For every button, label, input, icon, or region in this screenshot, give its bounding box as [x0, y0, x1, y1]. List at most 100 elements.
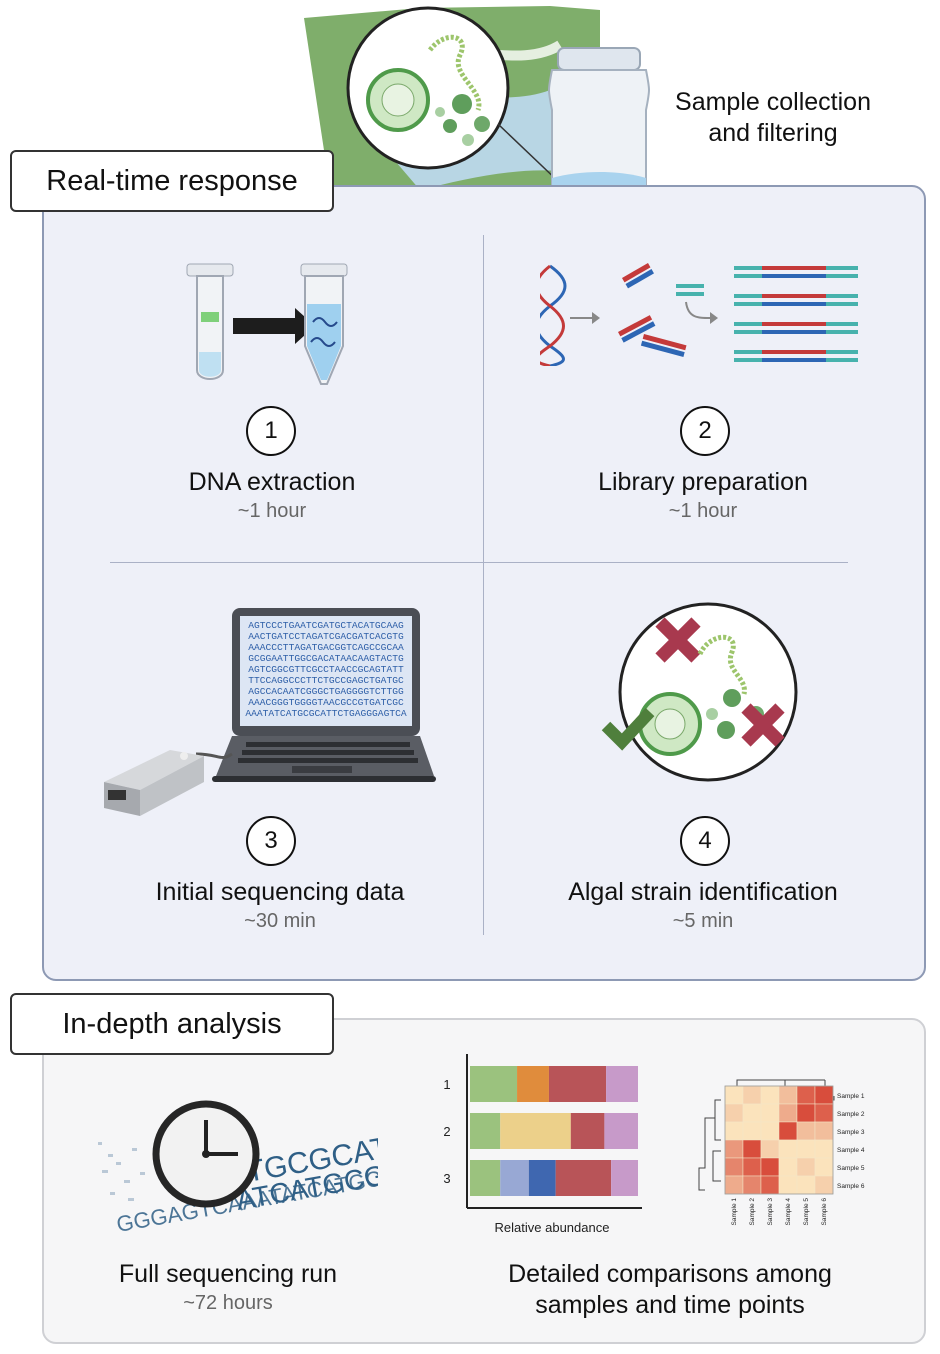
heatmap-cell [778, 1103, 798, 1123]
heatmap-cell [760, 1121, 780, 1141]
step-2-time: ~1 hour [668, 500, 738, 522]
bar-segment [470, 1066, 518, 1102]
heatmap-row-label: Sample 6 [837, 1183, 865, 1190]
heatmap-col-label: Sample 4 [785, 1198, 792, 1226]
strain-identification-illustration [601, 602, 798, 782]
heatmap-frame [724, 1085, 834, 1195]
heatmap-cell [778, 1085, 798, 1105]
relative-abundance-chart: 1 2 3 Relative abundance [443, 1054, 642, 1235]
dna-extraction-illustration [186, 263, 348, 385]
heatmap-cell [724, 1175, 744, 1195]
heatmap-cell [778, 1121, 798, 1141]
heatmap-cell [796, 1175, 816, 1195]
bar-segment [470, 1160, 501, 1196]
sample-label-line1: Sample collection [675, 88, 871, 116]
indepth-tag: In-depth analysis [10, 993, 334, 1055]
sequence-text-block: AGTCCCTGAATCGATGCTACATGCAAG AACTGATCCTAG… [245, 620, 406, 719]
heatmap-cell [796, 1085, 816, 1105]
heatmap-cell [778, 1139, 798, 1159]
heatmap-cell [742, 1103, 762, 1123]
cross-mark-top [655, 617, 701, 663]
full-run-illustration: TGCGCAT ATCATGCG GGGAGTCAAATATCATGCGCAT [98, 1100, 378, 1237]
bar-category-label: 2 [443, 1124, 450, 1139]
heatmap-row-label: Sample 1 [837, 1093, 865, 1100]
realtime-panel [42, 185, 926, 981]
library-strands [734, 266, 858, 362]
bar-segment [611, 1160, 638, 1196]
svg-text:GCGGAATTGGCGACATAACAAGTACTG: GCGGAATTGGCGACATAACAAGTACTG [248, 653, 404, 664]
svg-text:AAACGGGTGGGGTAACGCCGTGATCGC: AAACGGGTGGGGTAACGCCGTGATCGC [248, 697, 404, 708]
heatmap-cell [742, 1175, 762, 1195]
heatmap-cell [814, 1139, 834, 1159]
comparisons-title-line1: Detailed comparisons among [508, 1260, 832, 1288]
step-2-title: Library preparation [598, 468, 808, 496]
bar-segment [500, 1160, 529, 1196]
sequence-art-fade [98, 1142, 145, 1201]
heatmap-cell [742, 1121, 762, 1141]
vertical-divider [483, 235, 484, 935]
bar-category-label: 3 [443, 1171, 450, 1186]
step-2-number: 2 [680, 406, 730, 456]
step-4-title: Algal strain identification [568, 878, 838, 906]
step-1-time: ~1 hour [237, 500, 307, 522]
heatmap-row-label: Sample 3 [837, 1129, 865, 1136]
heatmap-col-label: Sample 3 [767, 1198, 774, 1226]
step-4-time: ~5 min [672, 910, 734, 932]
bar-segment [606, 1066, 638, 1102]
realtime-tag: Real-time response [10, 150, 334, 212]
horizontal-divider [110, 562, 848, 563]
bar-category-label: 1 [443, 1077, 450, 1092]
heatmap-cell [814, 1103, 834, 1123]
full-run-time: ~72 hours [183, 1292, 273, 1314]
heatmap-col-label: Sample 2 [749, 1198, 756, 1226]
svg-text:AGCCACAATCGGGCTGAGGGGTCTTGG: AGCCACAATCGGGCTGAGGGGTCTTGG [248, 686, 404, 697]
step-3-time: ~30 min [244, 910, 316, 932]
check-mark [601, 707, 655, 751]
bar-segment [570, 1113, 605, 1149]
heatmap-row-label: Sample 4 [837, 1147, 865, 1154]
clock-icon [152, 1100, 260, 1208]
svg-text:TTCCAGGCCCTTCTGCCGAGCTGATGC: TTCCAGGCCCTTCTGCCGAGCTGATGC [248, 675, 404, 686]
step-3-number: 3 [246, 816, 296, 866]
heatmap-cell [778, 1157, 798, 1177]
dendrogram-left [698, 1099, 721, 1191]
heatmap-row-label: Sample 5 [837, 1165, 865, 1172]
heatmap-cell [796, 1157, 816, 1177]
heatmap-cell [724, 1103, 744, 1123]
full-run-title: Full sequencing run [118, 1260, 338, 1288]
heatmap-cell [760, 1085, 780, 1105]
heatmap-col-label: Sample 5 [803, 1198, 810, 1226]
cross-mark-bottom [741, 703, 785, 747]
heatmap-cell [778, 1175, 798, 1195]
sequencing-laptop-illustration: AGTCCCTGAATCGATGCTACATGCAAG AACTGATCCTAG… [104, 608, 436, 816]
step-1-number: 1 [246, 406, 296, 456]
heatmap-cell [814, 1121, 834, 1141]
heatmap-cell [796, 1121, 816, 1141]
step-4-number: 4 [680, 816, 730, 866]
svg-text:AGTCGGCGTTCGCCTAACCGCAGTATT: AGTCGGCGTTCGCCTAACCGCAGTATT [248, 664, 404, 675]
bar-segment [528, 1160, 556, 1196]
heatmap-cell [724, 1085, 744, 1105]
step-1-title: DNA extraction [188, 468, 356, 496]
sample-heatmap: Sample 1 Sample 2 Sample 3 Sample 4 Sample 5… [698, 1079, 865, 1226]
svg-text:AACTGATCCTAGATCGACGATCACGTG: AACTGATCCTAGATCGACGATCACGTG [248, 631, 404, 642]
heatmap-cell [814, 1175, 834, 1195]
heatmap-col-label: Sample 6 [821, 1198, 828, 1226]
svg-text:AAATATCATGCGCATTCTGAGGGAGTCA: AAATATCATGCGCATTCTGAGGGAGTCA [245, 708, 406, 719]
bar-segment [555, 1160, 612, 1196]
heatmap-cell [796, 1103, 816, 1123]
heatmap-cell [760, 1139, 780, 1159]
heatmap-cell [796, 1139, 816, 1159]
bar-segment [604, 1113, 638, 1149]
heatmap-col-label: Sample 1 [731, 1198, 738, 1226]
sequencer-device [104, 750, 233, 816]
heatmap-cell [814, 1085, 834, 1105]
sample-label-line2: and filtering [708, 119, 838, 147]
bar-segment [517, 1066, 549, 1102]
heatmap-cell [760, 1157, 780, 1177]
svg-text:AAACCCTTAGATGACGGTCAGCCGCAA: AAACCCTTAGATGACGGTCAGCCGCAA [248, 642, 404, 653]
bar-chart-xlabel: Relative abundance [495, 1220, 610, 1235]
library-preparation-illustration [540, 263, 858, 366]
bar-segment [500, 1113, 571, 1149]
heatmap-cell [742, 1085, 762, 1105]
